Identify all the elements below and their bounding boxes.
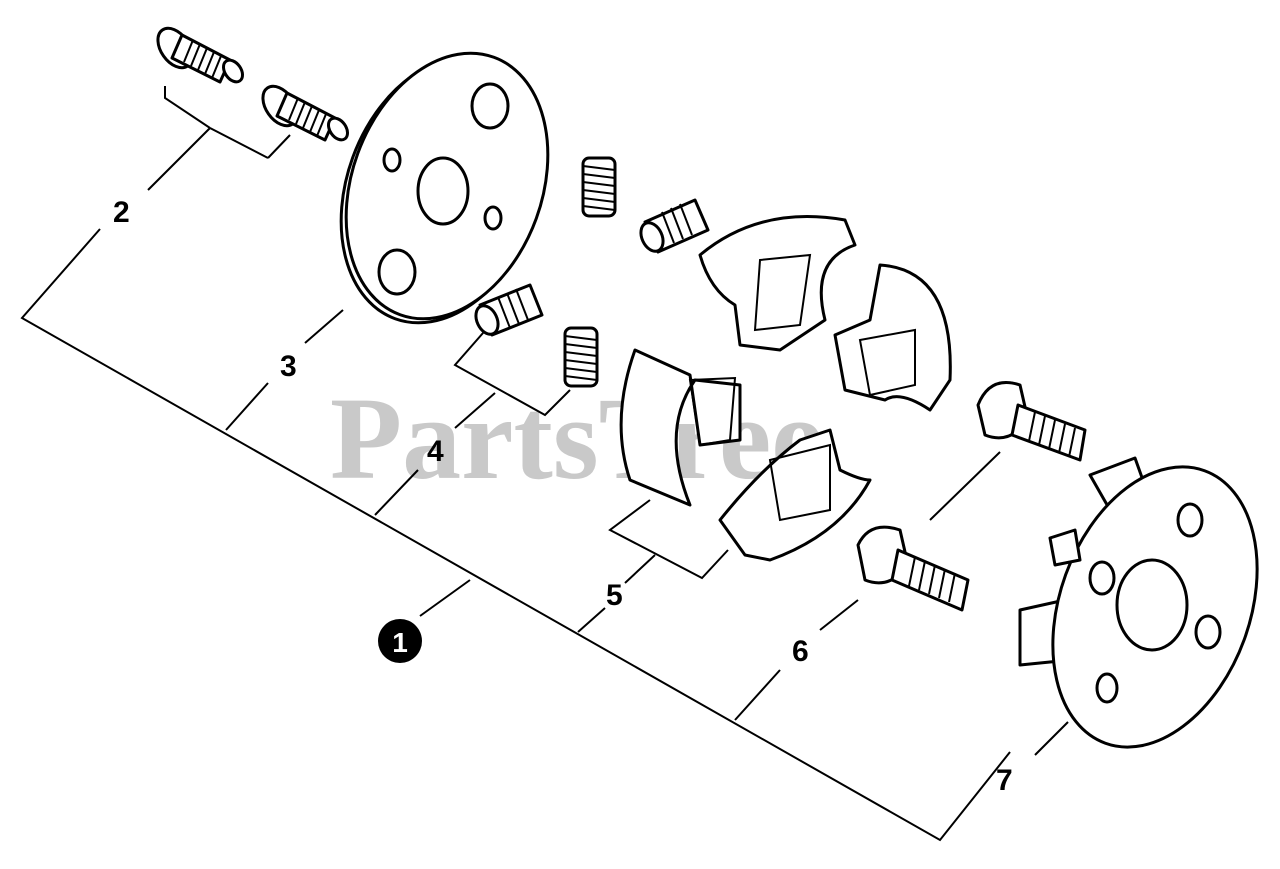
callout-1-badge: 1 bbox=[378, 619, 422, 663]
clutch-plate bbox=[339, 51, 550, 325]
callout-2: 2 bbox=[113, 196, 130, 229]
leader-lines bbox=[147, 86, 1069, 756]
callout-7: 7 bbox=[996, 764, 1013, 797]
spring-3 bbox=[474, 283, 544, 337]
flat-head-screw-2 bbox=[261, 84, 350, 142]
clutch-shoe-bottom bbox=[718, 428, 872, 562]
flat-head-screw-1 bbox=[156, 26, 245, 84]
callout-1: 1 bbox=[392, 627, 408, 658]
hex-bolt-1 bbox=[976, 381, 1087, 462]
spring-4 bbox=[563, 326, 599, 388]
callout-3: 3 bbox=[280, 350, 297, 383]
spring-1 bbox=[581, 156, 617, 218]
clutch-shoe-right bbox=[833, 263, 952, 412]
clutch-shoe-top bbox=[698, 215, 857, 352]
spring-2 bbox=[639, 198, 710, 254]
callout-5: 5 bbox=[606, 579, 623, 612]
callout-6: 6 bbox=[792, 635, 809, 668]
hex-bolt-2 bbox=[856, 525, 970, 612]
clutch-hub bbox=[1018, 456, 1259, 749]
assembly-bracket bbox=[20, 228, 1011, 842]
callout-4: 4 bbox=[427, 435, 444, 468]
clutch-shoe-left bbox=[619, 348, 742, 507]
